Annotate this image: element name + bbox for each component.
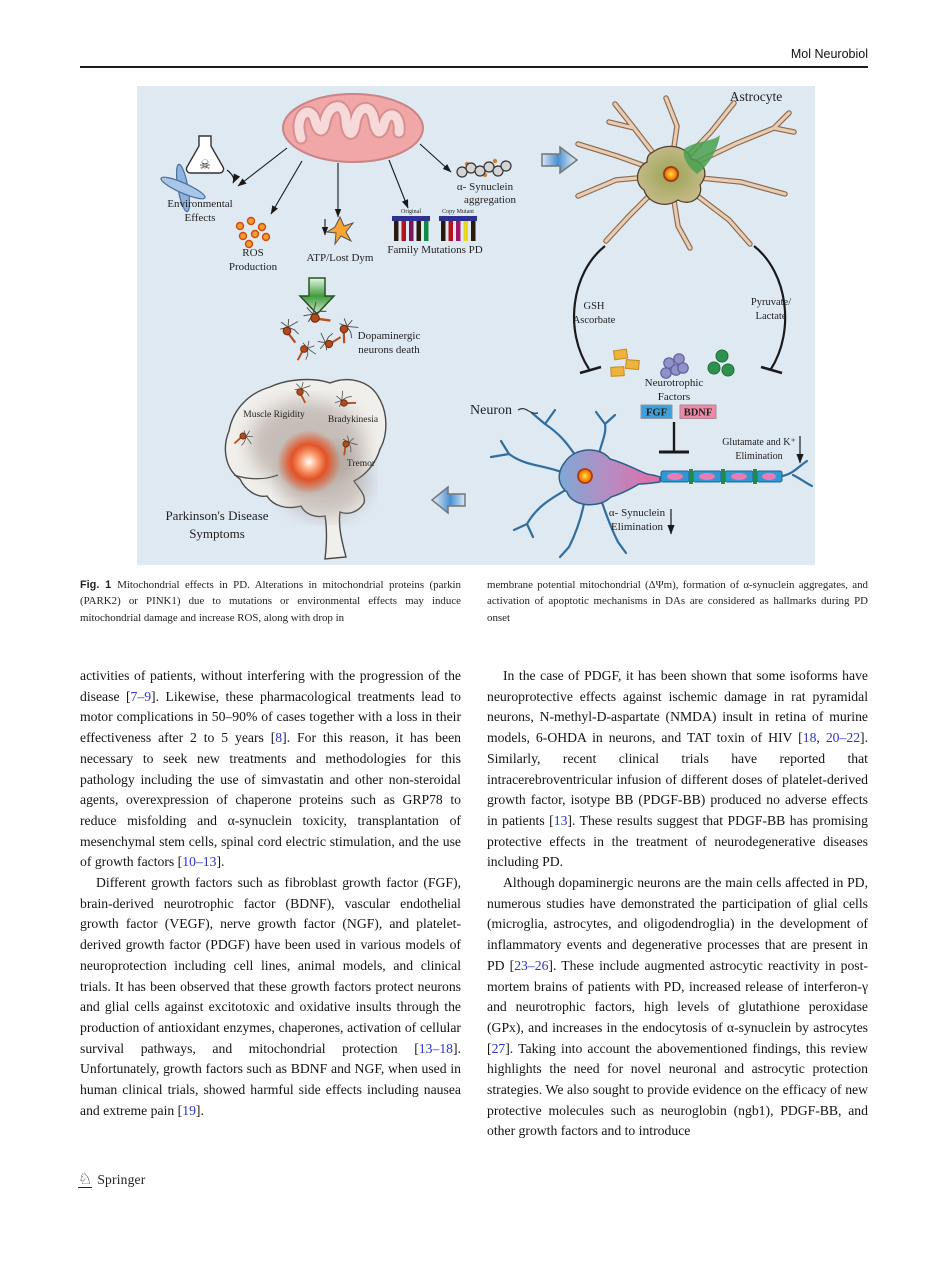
environmental-effects-icon: ☠ xyxy=(160,135,241,213)
svg-text:Lactate: Lactate xyxy=(756,311,787,322)
glutamate-label: Glutamate and K⁺ xyxy=(722,437,796,448)
text-segment: ]. xyxy=(195,1102,204,1118)
bradykinesia-label: Bradykinesia xyxy=(328,415,379,425)
reference-link[interactable]: 20–22 xyxy=(825,730,861,746)
text-segment: ]. Likewise, these pharmacological treat… xyxy=(80,688,461,746)
figure-1-illustration: ☠ Environmental Effects ROS Production A… xyxy=(160,89,814,560)
astrocyte-illustration xyxy=(575,95,797,251)
parkinsons-symptoms-label: Parkinson's Disease xyxy=(165,508,268,523)
brain-illustration xyxy=(224,378,387,560)
paragraph: activities of patients, without interfer… xyxy=(80,666,461,873)
fgf-label: FGF xyxy=(646,408,667,419)
springer-logo-icon: ♘ xyxy=(78,1169,93,1188)
caption-text: membrane potential mitochondrial (ΔΨm), … xyxy=(487,579,868,624)
bdnf-box xyxy=(679,404,717,419)
text-segment: , xyxy=(816,730,826,746)
text-segment: Although dopaminergic neurons are the ma… xyxy=(487,875,868,973)
text-segment: ]. Taking into account the abovementione… xyxy=(487,1040,868,1139)
svg-text:Copy Mutant: Copy Mutant xyxy=(442,209,474,215)
figure-number: Fig. 1 xyxy=(80,579,112,591)
family-mutations-icon: Original Copy Mutant xyxy=(392,209,477,241)
exchange-arcs xyxy=(572,245,787,375)
svg-text:Ascorbate: Ascorbate xyxy=(573,315,616,326)
reference-link[interactable]: 10–13 xyxy=(182,854,217,870)
text-column-left: activities of patients, without interfer… xyxy=(80,666,461,1121)
svg-text:aggregation: aggregation xyxy=(464,194,516,206)
factor-molecules xyxy=(610,348,735,379)
text-segment: ]. These results suggest that PDGF-BB ha… xyxy=(487,812,868,870)
atp-icon xyxy=(321,215,355,246)
inhibition-tbar xyxy=(659,422,689,454)
reference-link[interactable]: 19 xyxy=(182,1102,196,1118)
text-segment: ]. For this reason, it has been necessar… xyxy=(80,730,462,870)
skull-icon: ☠ xyxy=(199,157,211,172)
astrocyte-label: Astrocyte xyxy=(730,89,782,104)
fgf-box xyxy=(640,404,673,419)
reference-link[interactable]: 18 xyxy=(802,730,817,746)
blue-left-arrow xyxy=(430,485,466,515)
ros-dots xyxy=(235,216,271,249)
blue-right-arrow xyxy=(541,145,579,175)
publisher-name: Springer xyxy=(97,1171,146,1187)
mitochondrion xyxy=(282,93,424,163)
text-segment: Different growth factors such as fibrobl… xyxy=(80,875,461,1056)
neurotrophic-factors-label: Neurotrophic xyxy=(645,377,704,389)
ros-label: ROS xyxy=(242,247,263,259)
neuron-label: Neuron xyxy=(470,403,512,418)
asyn-aggregation-label: α- Synuclein xyxy=(457,181,514,193)
reference-link[interactable]: 13 xyxy=(553,812,568,828)
text-segment: activities of patients, without interfer… xyxy=(80,668,461,704)
pyruvate-label: Pyruvate/ xyxy=(751,297,791,308)
dopaminergic-death-label: Dopaminergic xyxy=(358,330,421,342)
tremor-label: Tremor xyxy=(347,459,376,469)
figure-caption-right: membrane potential mitochondrial (ΔΨm), … xyxy=(487,577,868,626)
svg-text:Effects: Effects xyxy=(185,212,216,224)
bdnf-label: BDNF xyxy=(684,408,713,419)
reference-link[interactable]: 8 xyxy=(275,730,283,746)
svg-text:neurons death: neurons death xyxy=(358,344,420,356)
svg-text:Symptoms: Symptoms xyxy=(189,526,245,541)
text-column-right: In the case of PDGF, it has been shown t… xyxy=(487,666,868,1142)
text-segment: ]. These include augmented astrocytic re… xyxy=(487,957,868,1056)
reference-link[interactable]: 23–26 xyxy=(514,957,549,973)
asyn-elimination-label: α- Synuclein xyxy=(609,507,666,519)
reference-link[interactable]: 13–18 xyxy=(418,1040,454,1056)
figure-1-panel: ☠ Environmental Effects ROS Production A… xyxy=(137,86,815,565)
text-segment: ]. Unfortunately, growth factors such as… xyxy=(80,1040,461,1118)
reference-link[interactable]: 7–9 xyxy=(130,688,152,704)
publisher-footer: ♘ Springer xyxy=(78,1171,145,1188)
svg-text:Production: Production xyxy=(229,261,278,273)
svg-text:Original: Original xyxy=(401,209,421,215)
svg-text:Elimination: Elimination xyxy=(611,521,663,533)
gsh-label: GSH xyxy=(583,301,604,312)
journal-title: Mol Neurobiol xyxy=(790,47,868,61)
atp-label: ATP/Lost Dym xyxy=(307,252,374,264)
mitochondrion-arrows xyxy=(237,143,452,218)
paragraph: Different growth factors such as fibrobl… xyxy=(80,873,461,1121)
environmental-effects-label: Environmental xyxy=(167,198,232,210)
text-segment: ]. Similarly, recent clinical trials hav… xyxy=(487,730,869,828)
header-rule xyxy=(80,66,868,69)
reference-link[interactable]: 27 xyxy=(491,1040,506,1056)
text-segment: In the case of PDGF, it has been shown t… xyxy=(487,668,868,746)
muscle-rigidity-label: Muscle Rigidity xyxy=(243,410,305,420)
family-mutations-label: Family Mutations PD xyxy=(387,244,482,256)
neuron-pointer xyxy=(517,408,539,414)
text-segment: ]. xyxy=(216,854,225,870)
svg-text:Factors: Factors xyxy=(658,391,690,403)
caption-text: Mitochondrial effects in PD. Alterations… xyxy=(80,579,461,624)
svg-text:Elimination: Elimination xyxy=(735,451,782,462)
axon-segments xyxy=(660,469,783,484)
asyn-aggregation-icon xyxy=(456,158,512,178)
paragraph: Although dopaminergic neurons are the ma… xyxy=(487,873,868,1142)
paragraph: In the case of PDGF, it has been shown t… xyxy=(487,666,868,873)
green-down-arrow xyxy=(298,277,336,316)
neuron-illustration xyxy=(489,408,814,559)
